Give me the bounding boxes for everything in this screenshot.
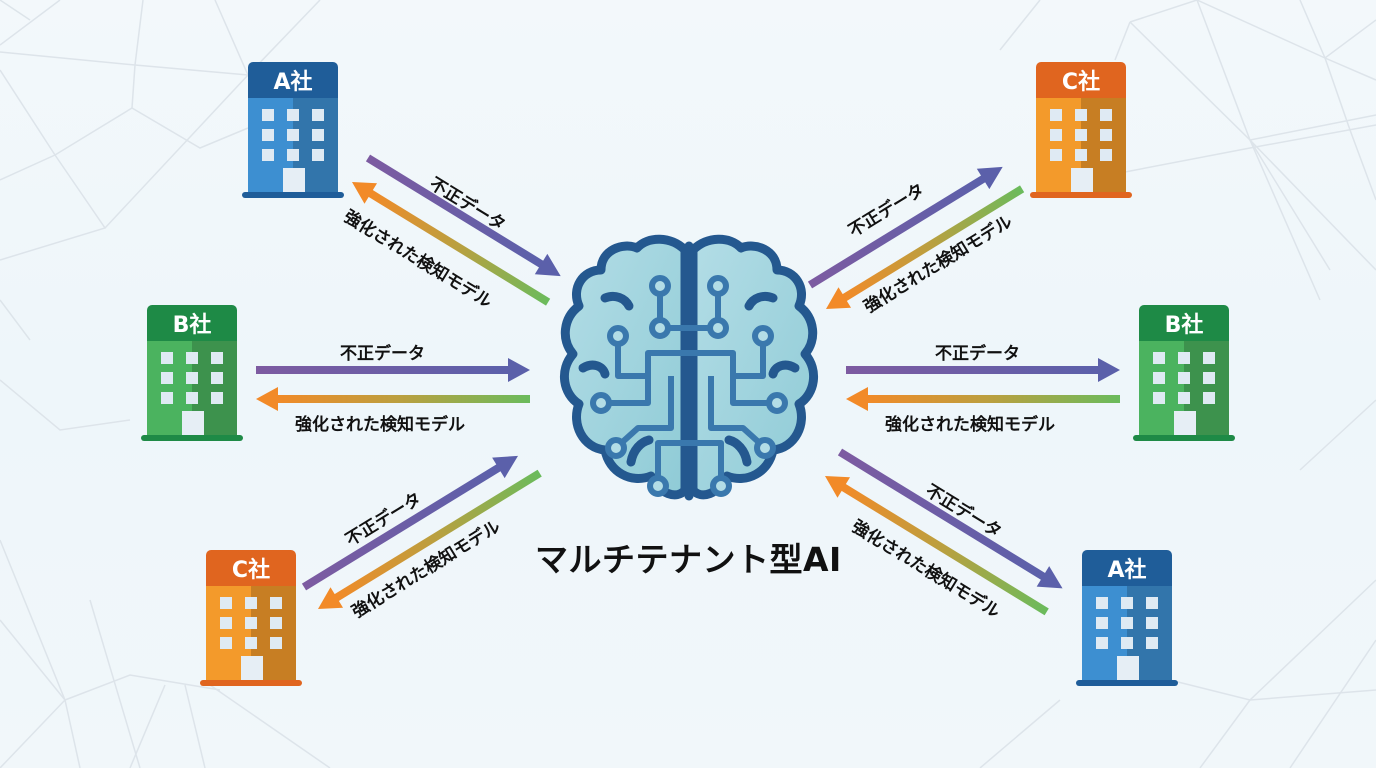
arrow-data-top-left: [365, 154, 561, 277]
flow-data-label-middle-left: 不正データ: [340, 344, 425, 364]
company-building-top-right: C社: [1030, 62, 1132, 198]
center-title: マルチテナント型AI: [535, 540, 842, 579]
company-label: B社: [147, 305, 237, 341]
arrow-data-middle-right: [846, 358, 1120, 382]
arrow-data-middle-left: [256, 358, 530, 382]
arrow-data-bottom-left: [301, 455, 519, 591]
company-building-top-left: A社: [242, 62, 344, 198]
company-label: A社: [1082, 550, 1172, 586]
flow-data-label-middle-right: 不正データ: [935, 344, 1020, 364]
arrow-model-top-left: [352, 182, 551, 306]
building-icon: [1139, 341, 1229, 437]
building-icon: [1036, 98, 1126, 194]
brain-circuit-icon: [559, 234, 819, 501]
building-icon: [1082, 586, 1172, 682]
company-building-bottom-left: C社: [200, 550, 302, 686]
arrow-model-bottom-right: [825, 476, 1049, 616]
company-label: B社: [1139, 305, 1229, 341]
arrow-model-middle-right: [846, 387, 1120, 411]
company-building-middle-left: B社: [141, 305, 243, 441]
arrow-data-top-right: [807, 166, 1003, 289]
arrow-data-bottom-right: [837, 448, 1063, 589]
building-icon: [147, 341, 237, 437]
arrow-model-middle-left: [256, 387, 530, 411]
arrow-model-bottom-left: [318, 469, 542, 609]
flow-model-label-middle-left: 強化された検知モデル: [295, 415, 465, 435]
company-building-bottom-right: A社: [1076, 550, 1178, 686]
company-label: C社: [1036, 62, 1126, 98]
building-icon: [248, 98, 338, 194]
company-label: C社: [206, 550, 296, 586]
company-label: A社: [248, 62, 338, 98]
building-icon: [206, 586, 296, 682]
arrow-model-top-right: [826, 185, 1025, 309]
flow-model-label-middle-right: 強化された検知モデル: [885, 415, 1055, 435]
company-building-middle-right: B社: [1133, 305, 1235, 441]
